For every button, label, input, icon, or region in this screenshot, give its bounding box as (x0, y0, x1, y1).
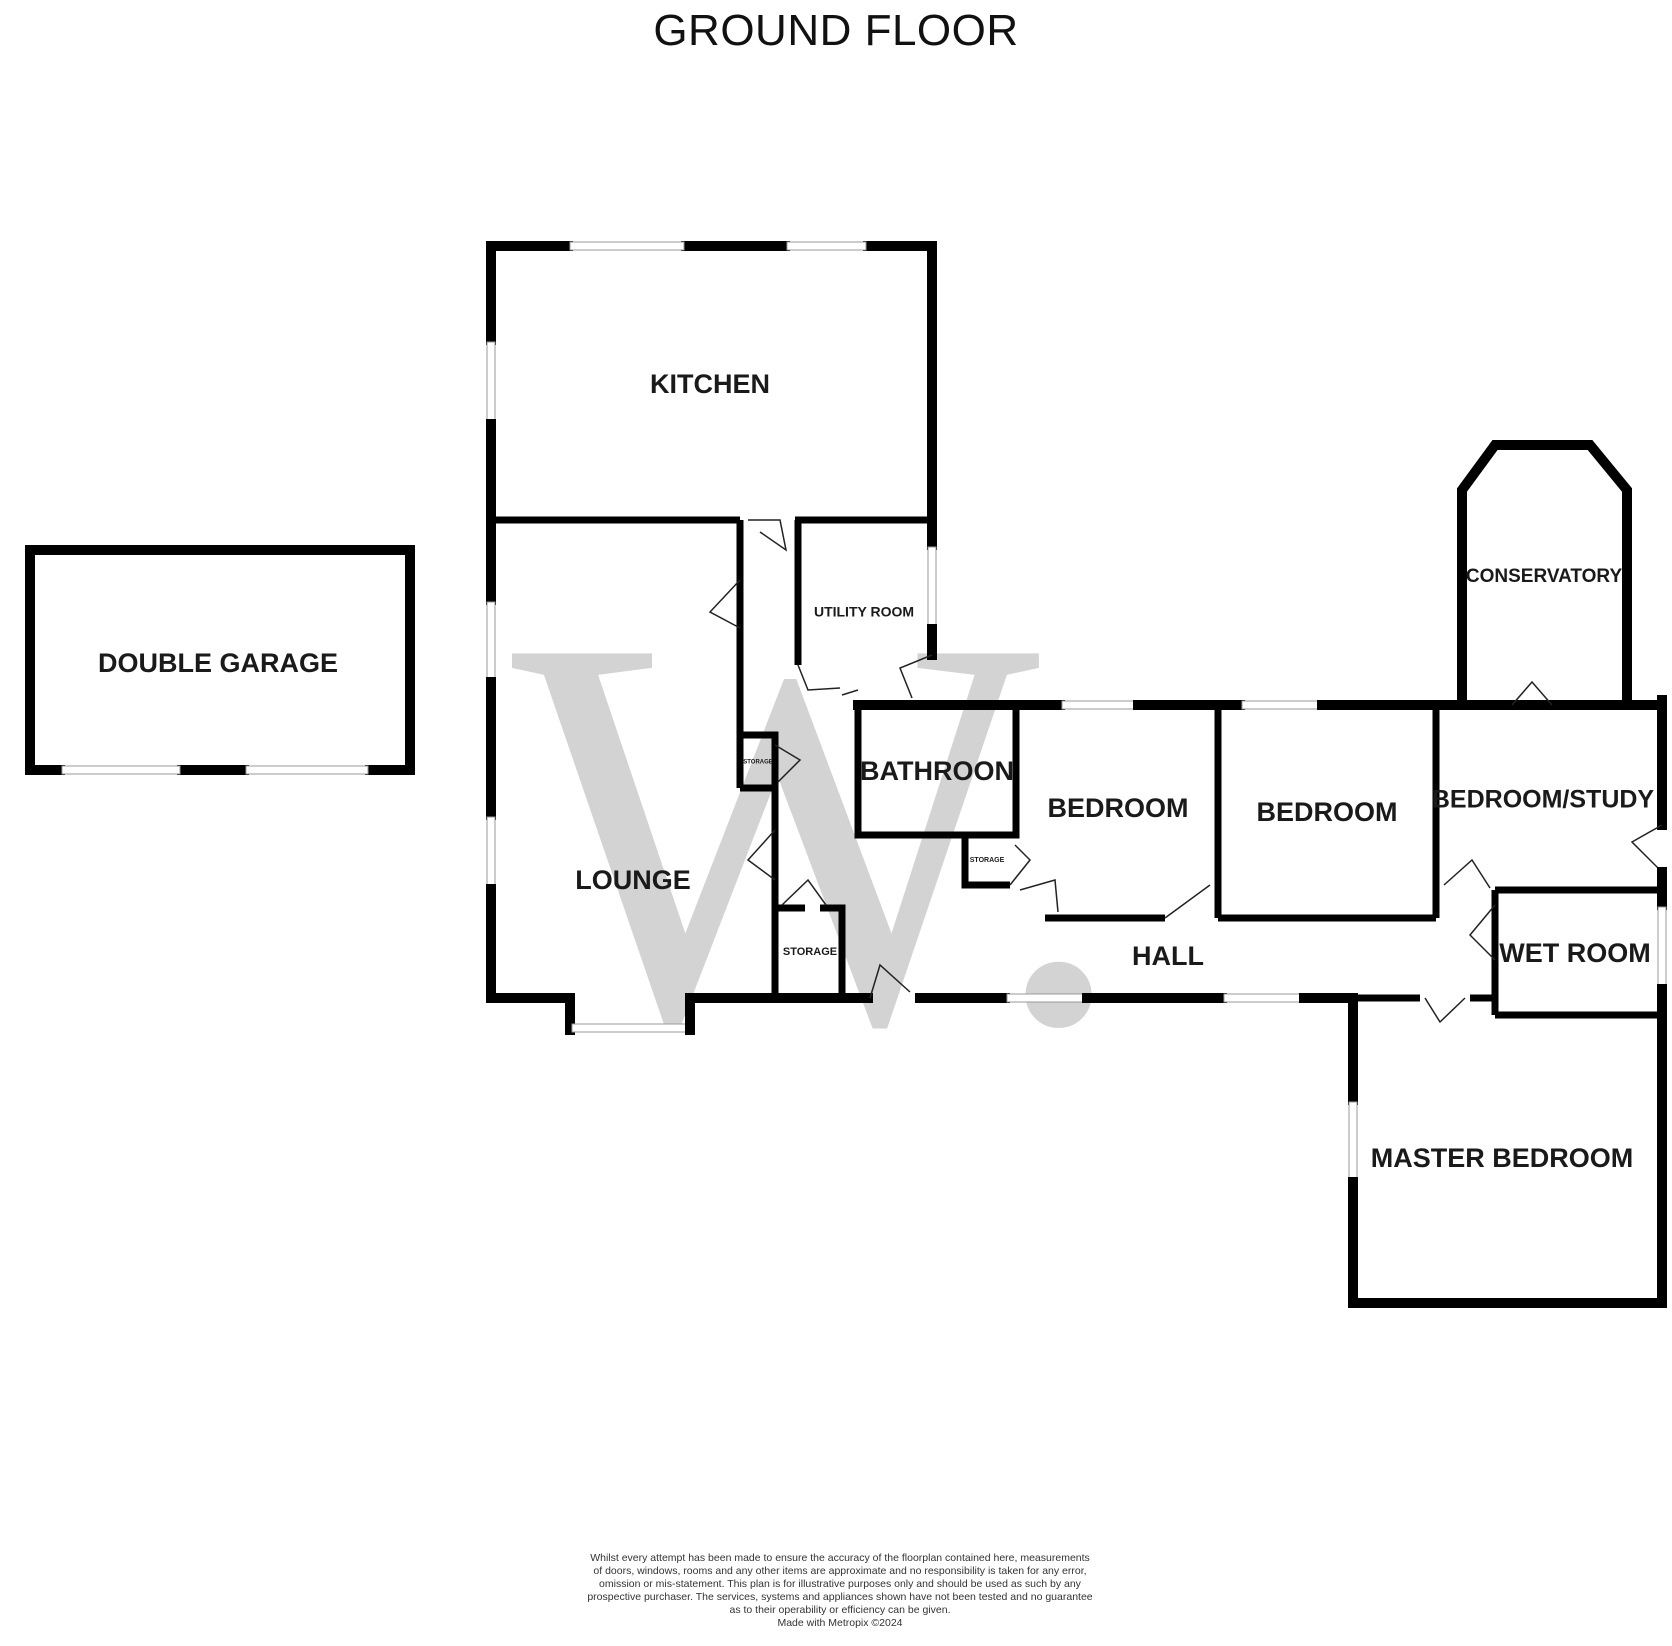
hall-label: HALL (1132, 941, 1204, 971)
kitchen-window (786, 241, 867, 251)
disclaimer-line: Made with Metropix ©2024 (777, 1617, 903, 1629)
lounge-hall-door (746, 829, 776, 881)
kitchen-window (486, 341, 496, 423)
bedroom-door (1019, 879, 1059, 913)
disclaimer-line: as to their operability or efficiency ca… (729, 1604, 951, 1616)
bathroom-door (841, 689, 859, 696)
storage-label: STORAGE (783, 946, 837, 958)
garage-door (245, 765, 369, 775)
master-bedroom-label: MASTER BEDROOM (1371, 1143, 1634, 1173)
storage-hall: STORAGE (775, 878, 846, 998)
storage-label-small: STORAGE (970, 857, 1005, 864)
storage-door (781, 878, 827, 906)
storage-label-small: STORAGE (743, 760, 773, 766)
lounge-window (486, 601, 496, 681)
kitchen-label: KITCHEN (650, 369, 770, 399)
bedroom-study-walls (1443, 695, 1667, 910)
conservatory-walls (1457, 440, 1632, 710)
disclaimer-line: Whilst every attempt has been made to en… (590, 1552, 1090, 1564)
disclaimer: Whilst every attempt has been made to en… (490, 1552, 1190, 1630)
hall-window (1223, 993, 1303, 1003)
bedroom-row-walls (1011, 700, 1667, 922)
storage-door (774, 744, 802, 783)
wet-room-window (1657, 906, 1667, 988)
hall-walls (869, 963, 1495, 1024)
lounge-bay-window (571, 1023, 689, 1033)
conservatory-door (1511, 680, 1553, 706)
garage-door (61, 765, 181, 775)
bedroom-label: BEDROOM (1257, 797, 1398, 827)
kitchen-door (748, 519, 788, 552)
disclaimer-line: prospective purchaser. The services, sys… (587, 1591, 1093, 1603)
utility-walls (748, 516, 933, 699)
disclaimer-line: omission or mis-statement. This plan is … (599, 1578, 1081, 1590)
lounge-door (708, 579, 741, 629)
front-door (869, 963, 911, 999)
master-bedroom-walls (1348, 993, 1667, 1308)
lounge-walls (486, 520, 873, 1035)
utility-window (927, 546, 937, 628)
storage-lounge: STORAGE (740, 731, 802, 788)
bathroom-label: BATHROON (860, 756, 1014, 786)
wet-room-label: WET ROOM (1499, 938, 1650, 968)
kitchen-walls (486, 241, 937, 660)
double-garage (25, 545, 415, 775)
storage-bathroom: STORAGE (961, 835, 1032, 889)
watermark: W. (511, 522, 1128, 1142)
hall-window (1006, 993, 1086, 1003)
bedroom-study-label: BEDROOM/STUDY (1432, 786, 1655, 814)
floor-title: GROUND FLOOR (653, 6, 1019, 55)
kitchen-window (569, 241, 685, 251)
lounge-label: LOUNGE (575, 865, 691, 895)
bedroom-window (1061, 700, 1137, 710)
bedroom-door (1164, 884, 1211, 919)
master-door (1424, 997, 1466, 1024)
bedroom-label: BEDROOM (1048, 793, 1189, 823)
disclaimer-line: of doors, windows, rooms and any other i… (593, 1565, 1087, 1577)
utility-door (797, 664, 841, 691)
double-garage-label: DOUBLE GARAGE (98, 648, 338, 678)
master-window (1348, 1101, 1358, 1181)
utility-outer-door (899, 654, 933, 699)
conservatory-label: CONSERVATORY (1466, 566, 1623, 587)
study-outer-door (1630, 824, 1663, 873)
wet-room-walls (1468, 890, 1667, 1020)
study-door (1443, 858, 1491, 889)
bedroom-window (1241, 700, 1321, 710)
storage-door (1009, 844, 1032, 886)
lounge-window (486, 816, 496, 888)
utility-room-label: UTILITY ROOM (814, 604, 914, 620)
wet-room-door (1468, 904, 1496, 961)
